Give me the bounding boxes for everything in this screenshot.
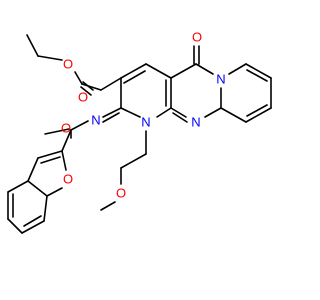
bond [46, 187, 63, 197]
bond [37, 150, 63, 159]
bond [245, 107, 272, 123]
bond [70, 120, 89, 131]
bond [81, 83, 102, 91]
bond [170, 107, 187, 118]
bond [82, 81, 94, 91]
molecule-diagram: O O O N O N N N O O [0, 0, 300, 300]
bond [37, 55, 63, 61]
bond [246, 104, 268, 117]
bond [23, 215, 42, 227]
bond [204, 107, 222, 118]
bond [228, 63, 247, 75]
atom-labels: O O O N O N N N O O [61, 30, 226, 201]
bond [80, 86, 92, 96]
bond [100, 201, 116, 211]
atom-o-ester-carbonyl: O [63, 57, 73, 72]
bond [7, 218, 23, 234]
bonds [7, 34, 272, 234]
bond [26, 34, 39, 57]
structure-svg: O O O N O N N N O O [0, 0, 300, 300]
atom-o-amide: O [61, 121, 71, 136]
bond [120, 63, 147, 79]
bond [61, 150, 67, 171]
atom-n-ring: N [141, 115, 150, 130]
bond [61, 129, 72, 152]
bond [120, 153, 147, 169]
bond [40, 156, 61, 164]
bond [172, 112, 188, 123]
bond [102, 107, 122, 118]
bond [43, 195, 48, 222]
atom-o-ketone: O [192, 30, 202, 45]
bond [44, 128, 70, 135]
bond [27, 180, 48, 197]
bond [170, 63, 197, 79]
bond [123, 70, 146, 84]
bond [195, 63, 214, 75]
bond [120, 107, 141, 118]
bond [245, 63, 272, 79]
atom-o-ester-ether: O [78, 90, 88, 105]
atom-n-pyrimidine: N [191, 115, 200, 130]
bond [74, 71, 83, 85]
bond [220, 107, 247, 123]
bond [7, 180, 29, 193]
atom-n-pyrimidinium: N [216, 72, 225, 87]
bond [102, 112, 120, 123]
background [0, 0, 300, 300]
bond [21, 220, 45, 234]
bond [145, 63, 172, 79]
bond [27, 157, 39, 182]
atom-o-benzofuran: O [63, 172, 73, 187]
bond [100, 77, 122, 91]
bond [156, 107, 172, 118]
bond [246, 69, 268, 82]
atom-n-imine: N [91, 113, 100, 128]
atom-o-methoxy: O [116, 186, 126, 201]
